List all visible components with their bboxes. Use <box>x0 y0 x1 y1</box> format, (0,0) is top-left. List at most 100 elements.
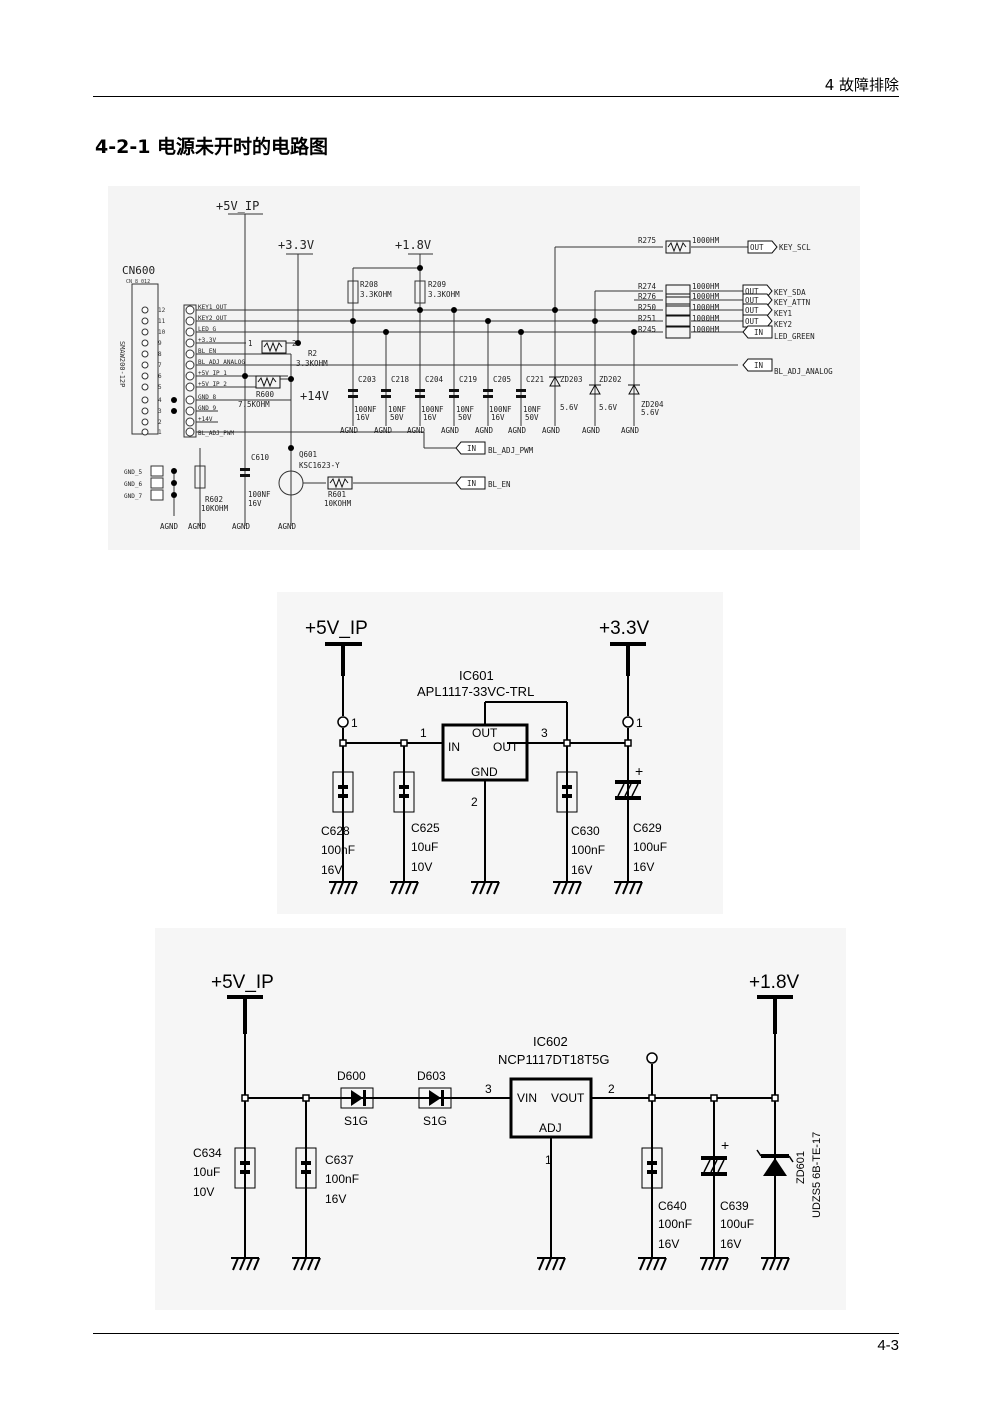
schematic-1v8-regulator: +5V_IP +1.8V IC602 NCP1117DT18T5G VIN VO… <box>155 928 846 1310</box>
cap-value: 10NF <box>523 405 542 414</box>
resistor-ref: R208 <box>360 280 379 289</box>
agnd-label: AGND <box>278 522 297 531</box>
cap-ref: C629 <box>633 821 662 835</box>
port-tag: OUT <box>745 287 759 296</box>
cap-value: 10uF <box>193 1165 220 1179</box>
cap-ref: C221 <box>526 375 544 384</box>
agnd-label: AGND <box>582 426 601 435</box>
agnd-label: AGND <box>475 426 494 435</box>
net-label: LED_G <box>198 326 216 333</box>
resistor-value: 1000HM <box>692 292 720 301</box>
pin-number: 8 <box>158 351 162 358</box>
port-tag: IN <box>467 479 476 488</box>
port-key2: KEY2 <box>774 320 792 329</box>
rail-3v3-label: +3.3V <box>278 238 314 252</box>
page-number: 4-3 <box>877 1337 899 1354</box>
resistor-ref: R274 <box>638 282 657 291</box>
rail-5v-ip-label: +5V_IP <box>216 199 259 213</box>
ic-part: APL1117-33VC-TRL <box>417 684 534 699</box>
cap-ref: C637 <box>325 1153 354 1167</box>
net-label: BL_ADJ_ANALOG <box>198 359 245 366</box>
zener-value: 5.6V <box>560 403 579 412</box>
port-tag: OUT <box>745 296 759 305</box>
agnd-label: AGND <box>621 426 640 435</box>
cap-ref: C628 <box>321 824 350 838</box>
cap-voltage: 10V <box>193 1185 214 1199</box>
agnd-label: AGND <box>188 522 207 531</box>
agnd-label: AGND <box>340 426 359 435</box>
net-label: GND_8 <box>198 394 216 401</box>
ic-pin-gnd: GND <box>471 765 498 779</box>
port-tag: OUT <box>745 317 759 326</box>
pin-number: 3 <box>485 1082 492 1096</box>
cap-voltage: 16V <box>356 413 370 422</box>
port-led-green: LED_GREEN <box>774 332 815 341</box>
resistor-value: 3.3KOHM <box>296 359 328 368</box>
cap-value: 10NF <box>388 405 407 414</box>
port-key-sda: KEY_SDA <box>774 288 806 297</box>
net-label: BL_ADJ_PWM <box>198 430 235 437</box>
zener-value: 5.6V <box>599 403 618 412</box>
diode-ref: D603 <box>417 1069 446 1083</box>
pin-number: 11 <box>158 318 166 325</box>
connector-sub: CN_8_012 <box>126 279 150 285</box>
port-key1: KEY1 <box>774 309 792 318</box>
ic-pin-vin: VIN <box>517 1091 537 1105</box>
port-bl-adj-analog: BL_ADJ_ANALOG <box>774 367 833 376</box>
pin-number: 9 <box>158 340 162 347</box>
cap-voltage: 16V <box>423 413 437 422</box>
zener-part: UDZS5 6B-TE-17 <box>811 1132 823 1218</box>
ic-ref: IC602 <box>533 1034 568 1049</box>
cap-value: 100nF <box>325 1172 359 1186</box>
rail-1v8-label: +1.8V <box>749 972 800 993</box>
diode-value: S1G <box>423 1114 447 1128</box>
cap-value: 100NF <box>354 405 377 414</box>
cap-ref: C203 <box>358 375 376 384</box>
pin-number: 3 <box>158 408 162 415</box>
cap-ref: C639 <box>720 1199 749 1213</box>
gnd-pin-label: GND_6 <box>124 481 142 488</box>
pin-number: 1 <box>158 429 162 436</box>
zener-ref: ZD202 <box>599 375 622 384</box>
cap-value: 100NF <box>421 405 444 414</box>
cap-voltage: 50V <box>525 413 539 422</box>
schematic-main-power: +5V_IP +3.3V +1.8V +14V CN600 CN_8_012 S… <box>108 186 860 550</box>
polarity-plus: + <box>721 1137 729 1153</box>
pin-number: 6 <box>158 373 162 380</box>
cap-ref: C218 <box>391 375 410 384</box>
resistor-value: 1000HM <box>692 303 720 312</box>
resistor-value: 1000HM <box>692 325 720 334</box>
port-tag: IN <box>754 361 763 370</box>
resistor-ref: R245 <box>638 325 656 334</box>
rail-14v-label: +14V <box>300 389 329 403</box>
net-label: KEY2_OUT <box>198 315 227 322</box>
pin-number: 10 <box>158 329 166 336</box>
net-label: KEY1_OUT <box>198 304 227 311</box>
cap-value: 100NF <box>248 490 271 499</box>
agnd-label: AGND <box>374 426 393 435</box>
agnd-label: AGND <box>508 426 527 435</box>
zener-ref: ZD601 <box>795 1151 807 1184</box>
resistor-ref: R251 <box>638 314 656 323</box>
cap-value: 100uF <box>633 840 667 854</box>
cap-voltage: 16V <box>321 863 342 877</box>
cap-voltage: 16V <box>720 1237 741 1251</box>
resistor-ref: R275 <box>638 236 656 245</box>
cap-value: 10uF <box>411 840 438 854</box>
resistor-ref: R2 <box>308 349 317 358</box>
cap-value: 10NF <box>456 405 475 414</box>
agnd-label: AGND <box>542 426 561 435</box>
pin-number: 1 <box>545 1153 552 1167</box>
pin-number: 3 <box>541 726 548 740</box>
resistor-ref: R602 <box>205 495 223 504</box>
agnd-label: AGND <box>160 522 179 531</box>
port-tag: OUT <box>745 306 759 315</box>
diode-value: S1G <box>344 1114 368 1128</box>
cap-ref: C204 <box>425 375 444 384</box>
cap-ref: C219 <box>459 375 477 384</box>
ic-ref: IC601 <box>459 668 494 683</box>
cap-ref: C630 <box>571 824 600 838</box>
ic-pin-vout: VOUT <box>551 1091 585 1105</box>
net-label: +14V <box>198 416 213 423</box>
port-tag: OUT <box>750 243 764 252</box>
